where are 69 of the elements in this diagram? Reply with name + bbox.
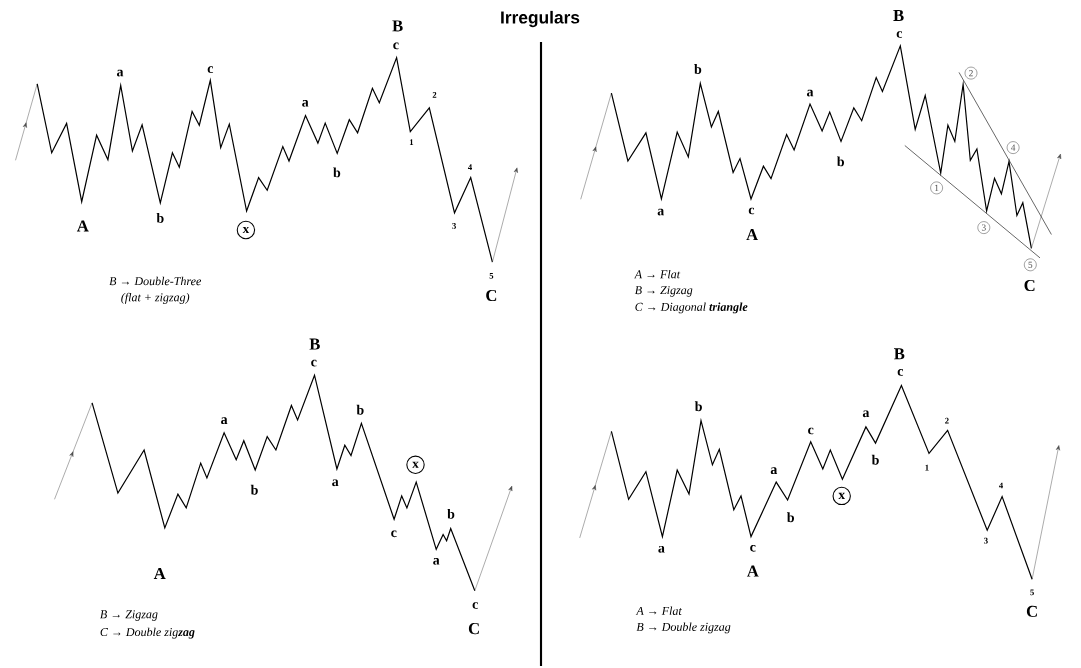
wave-number: 3 — [984, 537, 988, 544]
wave-label: c — [748, 207, 755, 215]
wave-label: b — [447, 508, 455, 519]
annotation-text: C → Double zigzag — [100, 627, 195, 639]
annotation-text: C → Diagonal triangle — [635, 302, 748, 314]
annotation-text: B → Zigzag — [634, 286, 693, 297]
wave-label: C — [468, 623, 479, 635]
wave-number: 1 — [925, 464, 929, 471]
wave-label: b — [250, 484, 258, 495]
circled-letter: x — [832, 486, 851, 506]
wave-label: c — [207, 66, 214, 74]
wave-label: b — [837, 156, 845, 167]
wave-label: a — [770, 467, 778, 475]
wave-number: 2 — [432, 91, 437, 98]
wave-label: a — [116, 69, 124, 77]
wave-label: c — [750, 544, 756, 552]
annotation-text: (flat + zigzag) — [121, 292, 190, 304]
circled-letter: x — [236, 220, 256, 240]
wave-number: 4 — [998, 482, 1003, 489]
wave-label: A — [746, 229, 758, 240]
circled-number: 3 — [977, 221, 991, 234]
wave-label: a — [657, 208, 664, 216]
wave-label: B — [309, 338, 320, 350]
wave-label: C — [486, 289, 497, 302]
wave-number: 5 — [489, 273, 494, 279]
wave-label: B — [894, 348, 905, 360]
wave-label: c — [393, 42, 399, 50]
wave-number: 1 — [409, 139, 414, 145]
wave-label: b — [356, 404, 364, 415]
circled-letter: x — [406, 455, 425, 474]
wave-label: A — [746, 565, 759, 577]
annotation-text: B → Zigzag — [100, 610, 158, 621]
wave-label: A — [76, 220, 89, 232]
wave-label: c — [896, 31, 903, 38]
wave-label: b — [694, 64, 702, 74]
wave-label: A — [153, 567, 166, 579]
wave-label: a — [221, 417, 228, 425]
wave-number: 4 — [467, 164, 472, 171]
wave-label: a — [433, 558, 440, 565]
annotation-text: A → Flat — [634, 269, 681, 279]
wave-label: a — [862, 410, 870, 418]
wave-number: 5 — [1030, 589, 1034, 596]
wave-number: 3 — [452, 223, 456, 229]
circled-number: 4 — [1006, 141, 1020, 154]
wave-label: a — [332, 479, 339, 487]
wave-label: b — [787, 512, 795, 523]
wave-label: c — [472, 602, 478, 609]
wave-label: c — [391, 530, 397, 538]
wave-label: c — [897, 369, 904, 376]
wave-label: b — [871, 454, 879, 465]
circled-number: 2 — [964, 66, 978, 80]
circled-number: 5 — [1024, 258, 1037, 272]
wave-label: a — [302, 100, 309, 107]
wave-label: c — [808, 427, 814, 435]
circled-number: 1 — [930, 181, 943, 195]
title: Irregulars — [501, 10, 580, 28]
wave-label: a — [806, 89, 814, 97]
wave-number: 2 — [945, 417, 949, 424]
wave-label: b — [333, 167, 341, 178]
wave-label: c — [311, 359, 317, 367]
wave-label: B — [893, 10, 904, 21]
annotation-text: B → Double zigzag — [636, 622, 731, 634]
wave-label: b — [694, 401, 702, 412]
wave-label: C — [1026, 605, 1037, 617]
wave-label: B — [392, 20, 403, 32]
wave-label: b — [156, 213, 164, 223]
annotation-text: A → Flat — [635, 606, 682, 615]
annotation-text: B → Double-Three — [109, 276, 202, 286]
wave-label: a — [658, 545, 665, 553]
